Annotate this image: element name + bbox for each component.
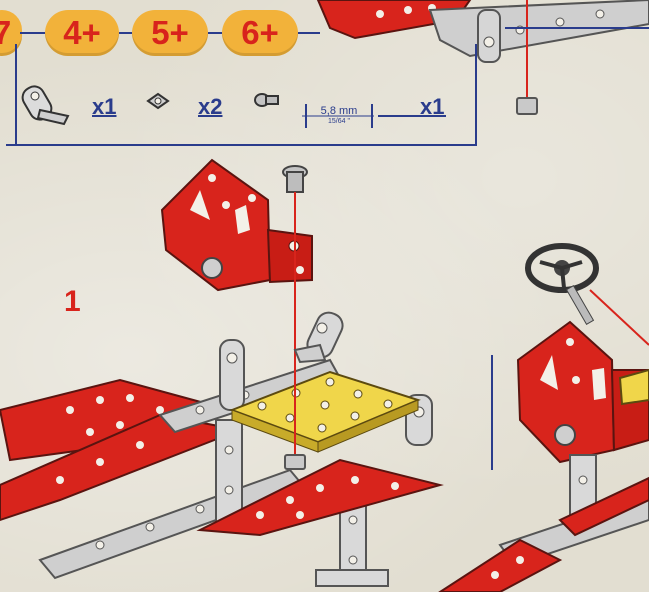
steering-wheel-part — [528, 246, 596, 324]
bolt-part — [283, 166, 307, 192]
quantity-square-nut: x2 — [198, 94, 222, 120]
quantity-angle-bracket: x1 — [92, 94, 116, 120]
square-nut-part-lower — [285, 455, 305, 469]
parts-list-icons — [6, 44, 476, 144]
instruction-header: 7 4+ 5+ 6+ — [0, 0, 649, 150]
measure-sub-label: 15/64 " — [312, 118, 366, 125]
angle-bracket-part — [295, 309, 347, 362]
quantity-rod: x1 — [420, 94, 444, 120]
step-number: 1 — [64, 285, 81, 319]
bolt-icon — [255, 94, 278, 106]
measure-label: 5,8 mm — [312, 105, 366, 117]
angle-bracket-icon — [19, 83, 68, 124]
vertical-bracket-left — [220, 340, 244, 410]
parts-list-box: x1 x2 5,8 mm 15/64 " x1 — [6, 44, 477, 146]
square-nut-icon — [148, 94, 168, 108]
